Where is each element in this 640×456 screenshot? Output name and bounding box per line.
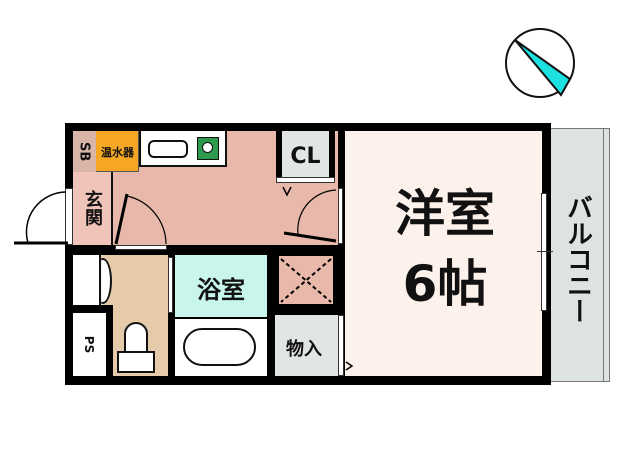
- entrance: [73, 172, 113, 245]
- closet-label: CL: [290, 143, 321, 169]
- storage-label: 物入: [286, 338, 322, 360]
- toilet-icon: [124, 322, 148, 354]
- storage[interactable]: [275, 315, 338, 376]
- sink-icon: [148, 140, 188, 158]
- entrance-door-opening[interactable]: [65, 188, 73, 245]
- closet-door[interactable]: [276, 177, 335, 183]
- balcony: バルコニー: [548, 128, 610, 382]
- compass: [500, 24, 580, 102]
- entrance-door[interactable]: [0, 180, 80, 260]
- western-room-size: 6帖: [402, 255, 488, 313]
- bathroom-door[interactable]: [168, 257, 173, 313]
- pipe-space: [73, 313, 106, 376]
- shoebox: [73, 131, 96, 172]
- pipe-space-label: PS: [82, 335, 97, 354]
- closet[interactable]: [276, 131, 335, 183]
- north-arrow-icon: [505, 28, 575, 98]
- water-heater-label: 温水器: [101, 145, 134, 159]
- balcony-label: バルコニー: [562, 194, 593, 324]
- bathroom-label: 浴室: [197, 275, 245, 304]
- bathtub-icon: [183, 328, 256, 366]
- balcony-window[interactable]: [541, 193, 547, 311]
- room-door-frame[interactable]: [338, 188, 343, 244]
- shoebox-label: SB: [76, 142, 92, 162]
- entrance-label: 玄関: [82, 190, 103, 226]
- stove-icon: [197, 137, 219, 160]
- bathroom: [175, 255, 267, 317]
- storage-door[interactable]: [338, 315, 344, 376]
- toilet-door-opening[interactable]: [115, 245, 167, 250]
- toilet-tank-icon: [117, 351, 155, 373]
- water-heater: [96, 131, 139, 172]
- western-room: [345, 131, 542, 376]
- washbasin-icon: [73, 255, 101, 305]
- western-room-label: 洋室: [395, 185, 495, 243]
